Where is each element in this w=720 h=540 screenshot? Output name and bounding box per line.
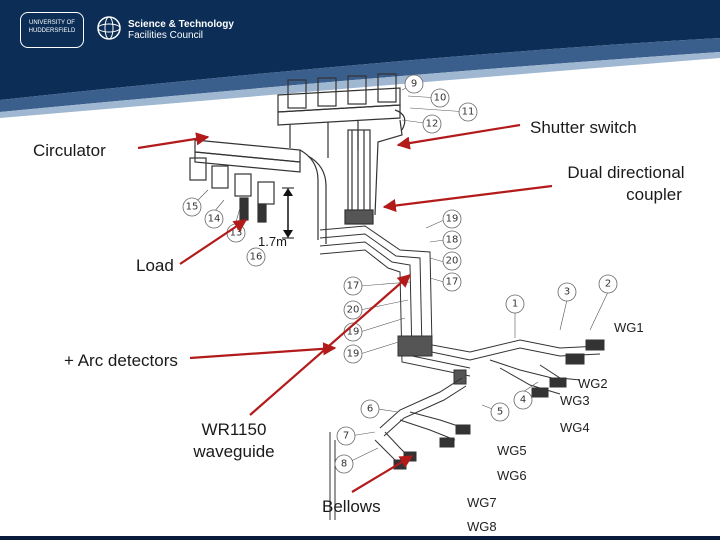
callout-circle-6: 6 (360, 399, 380, 419)
callout-circle-19a: 19 (442, 209, 462, 229)
stfc-logo-icon (97, 16, 121, 40)
callout-label: 18 (446, 235, 459, 246)
wg-label-5: WG5 (497, 443, 527, 458)
callout-circle-4: 4 (513, 390, 533, 410)
footer-bar (0, 536, 720, 540)
arrow-arc-detectors (189, 342, 337, 360)
callout-circle-12: 12 (422, 114, 442, 134)
callout-circle-11: 11 (458, 102, 478, 122)
label-wr1150-line1: WR1150 (201, 420, 267, 439)
label-dual-line2: coupler (626, 185, 682, 204)
header-banner (0, 0, 720, 118)
label-circulator: Circulator (33, 141, 106, 160)
wg-label-2: WG2 (578, 376, 608, 391)
callout-label: 20 (446, 256, 459, 267)
callout-label: 12 (426, 119, 439, 130)
callout-label: 17 (347, 281, 360, 292)
wg-label-1: WG1 (614, 320, 644, 335)
arrow-load (179, 219, 248, 265)
callout-label: 11 (462, 107, 475, 118)
callout-label: 19 (446, 214, 459, 225)
callout-circle-3: 3 (557, 282, 577, 302)
callout-label: 5 (497, 407, 503, 418)
callout-label: 19 (347, 349, 360, 360)
callout-circle-20b: 20 (343, 300, 363, 320)
callout-label: 2 (605, 279, 611, 290)
callout-circle-5: 5 (490, 402, 510, 422)
stfc-logo-line2: Facilities Council (128, 30, 204, 41)
banner-dark-band (0, 0, 720, 100)
university-logo-text: UNIVERSITY OF HUDDERSFIELD (28, 20, 76, 34)
main-trunk (319, 225, 471, 385)
label-shutter-switch: Shutter switch (530, 118, 637, 137)
arrow-bellows (351, 455, 414, 493)
shutter-switch-assembly (277, 73, 406, 158)
label-bellows: Bellows (322, 497, 381, 516)
callout-circle-9: 9 (404, 74, 424, 94)
callout-circle-1: 1 (505, 294, 525, 314)
label-arc-detectors: + Arc detectors (64, 351, 178, 370)
height-dimension (282, 187, 294, 239)
label-wr1150-line2: waveguide (193, 442, 275, 461)
callout-label: 10 (434, 93, 447, 104)
callout-label: 14 (208, 214, 221, 225)
callout-label: 20 (347, 305, 360, 316)
university-logo: UNIVERSITY OF HUDDERSFIELD (20, 12, 84, 48)
label-load: Load (136, 256, 174, 275)
label-height: 1.7m (258, 234, 287, 249)
callout-circle-7: 7 (336, 426, 356, 446)
callout-label: 13 (230, 228, 243, 239)
wg-label-4: WG4 (560, 420, 590, 435)
callout-circle-18: 18 (442, 230, 462, 250)
callout-circle-17a: 17 (343, 276, 363, 296)
arrow-circulator (137, 132, 210, 150)
label-wr1150-waveguide: WR1150 waveguide (184, 419, 284, 463)
callout-circle-10: 10 (430, 88, 450, 108)
callout-label: 15 (186, 202, 199, 213)
callout-circle-20a: 20 (442, 251, 462, 271)
banner-light-swoosh (0, 52, 720, 118)
coupler-column (344, 119, 403, 225)
stfc-logo-text: Science & Technology Facilities Council (128, 19, 234, 41)
callout-label: 1 (512, 299, 518, 310)
callout-label: 3 (564, 287, 570, 298)
callout-label: 8 (341, 459, 347, 470)
stfc-logo-line1: Science & Technology (128, 19, 234, 30)
wg-label-3: WG3 (560, 393, 590, 408)
callout-label: 4 (520, 395, 526, 406)
arrow-dual-coupler (382, 184, 553, 213)
arrow-wr1150 (249, 274, 411, 416)
label-dual-line1: Dual directional (567, 163, 685, 182)
annotation-arrows (137, 123, 553, 493)
label-dual-directional-coupler: Dual directional coupler (556, 162, 696, 206)
wg-label-7: WG7 (467, 495, 497, 510)
callout-circle-2: 2 (598, 274, 618, 294)
callout-label: 9 (411, 79, 417, 90)
right-branch (469, 339, 605, 398)
banner-mid-swoosh (0, 38, 720, 112)
callout-label: 17 (446, 277, 459, 288)
wg-label-6: WG6 (497, 468, 527, 483)
callout-circle-17b: 17 (442, 272, 462, 292)
circulator-assembly (189, 139, 327, 244)
callout-circle-8: 8 (334, 454, 354, 474)
callout-label: 19 (347, 327, 360, 338)
callout-circle-16: 16 (246, 247, 266, 267)
callout-circle-14: 14 (204, 209, 224, 229)
callout-label: 7 (343, 431, 349, 442)
callout-label: 16 (250, 252, 263, 263)
arrow-shutter-switch (396, 123, 521, 150)
callout-leaders (195, 83, 609, 465)
callout-label: 6 (367, 404, 373, 415)
wg-label-8: WG8 (467, 519, 497, 534)
logo-area: UNIVERSITY OF HUDDERSFIELD Science & Tec… (0, 0, 300, 60)
callout-circle-15: 15 (182, 197, 202, 217)
callout-circle-19c: 19 (343, 344, 363, 364)
